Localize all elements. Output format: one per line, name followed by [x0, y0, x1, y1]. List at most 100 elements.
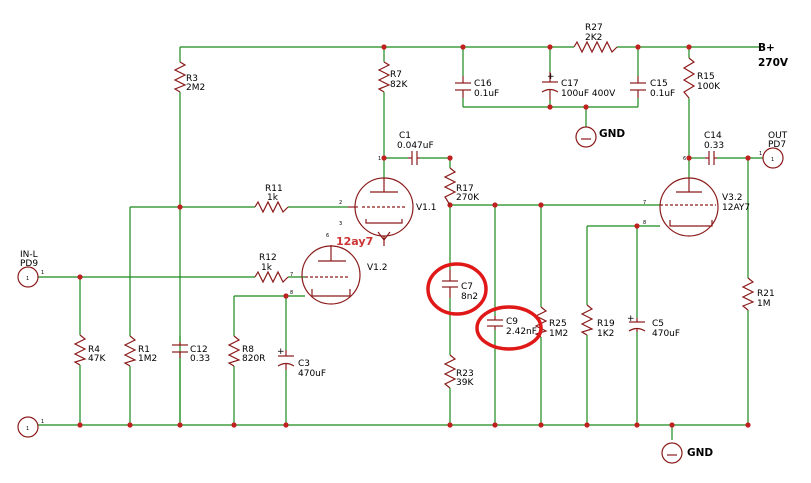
- c16-value: 0.1uF: [474, 89, 499, 99]
- resistor-r7[interactable]: R7 82K: [377, 61, 408, 93]
- v11-pin3: 3: [339, 221, 342, 227]
- port-out[interactable]: 1 OUT PD7 1: [759, 131, 788, 169]
- capacitor-c9[interactable]: C9 2.42nF: [487, 316, 537, 337]
- c3-polarity: +: [277, 347, 285, 357]
- tube-v1-1[interactable]: V1.1 1 2 3: [339, 156, 436, 246]
- r27-ref: R27: [585, 23, 603, 33]
- resistor-r4[interactable]: R4 47K: [73, 334, 106, 366]
- r23-value: 39K: [456, 378, 474, 388]
- c9-value: 2.42nF: [506, 327, 537, 337]
- r15-ref: R15: [697, 72, 715, 82]
- c3-ref: C3: [298, 359, 310, 369]
- c1-value: 0.047uF: [397, 141, 434, 151]
- v11-pin2: 2: [339, 200, 342, 206]
- resistor-r21[interactable]: R21 1M: [741, 277, 775, 311]
- r12-value: 1k: [261, 263, 273, 273]
- capacitor-c16[interactable]: C16 0.1uF: [455, 76, 499, 99]
- port-gnd-left[interactable]: 1 1: [17, 416, 44, 438]
- resistor-r8[interactable]: R8 820R: [227, 335, 265, 367]
- out-port-name2: PD7: [768, 140, 786, 150]
- r1-ref: R1: [138, 345, 150, 355]
- b-plus-voltage: 270V: [758, 57, 789, 69]
- b-plus-label: B+: [758, 42, 775, 54]
- c7-value: 8n2: [461, 292, 478, 302]
- gnd-left-pin: 1: [41, 419, 44, 425]
- c16-ref: C16: [474, 79, 492, 89]
- wires: [38, 46, 763, 440]
- capacitor-c7[interactable]: C7 8n2: [442, 270, 478, 302]
- r11-ref: R11: [265, 184, 283, 194]
- resistor-r17[interactable]: R17 270K: [443, 167, 480, 206]
- port-in-l[interactable]: 1 IN-L PD9 1: [17, 250, 44, 288]
- r17-ref: R17: [456, 184, 474, 194]
- resistor-r1[interactable]: R1 1M2: [123, 335, 157, 367]
- v11-pin1: 1: [378, 156, 381, 162]
- in-port-name: IN-L: [20, 250, 38, 260]
- r17-value: 270K: [456, 193, 480, 203]
- resistor-r15[interactable]: R15 100K: [682, 57, 721, 99]
- v32-pin7: 7: [643, 200, 646, 206]
- capacitor-c15[interactable]: C15 0.1uF: [630, 76, 675, 99]
- r25-value: 1M2: [549, 329, 568, 339]
- v12-ref: V1.2: [367, 263, 387, 273]
- v12-pin8: 8: [290, 290, 293, 296]
- c5-polarity: +: [627, 314, 635, 324]
- r21-value: 1M: [757, 299, 771, 309]
- c17-value: 100uF 400V: [561, 89, 616, 99]
- resistor-r11[interactable]: R11 1k: [254, 184, 289, 214]
- r7-ref: R7: [390, 70, 402, 80]
- resistor-r3[interactable]: R3 2M2: [173, 61, 205, 93]
- in-port-name2: PD9: [20, 259, 38, 269]
- r12-ref: R12: [259, 253, 277, 263]
- r15-value: 100K: [697, 82, 721, 92]
- supply-b-plus: B+ 270V: [758, 42, 789, 69]
- c17-polarity: +: [547, 72, 555, 82]
- r19-ref: R19: [597, 319, 615, 329]
- capacitor-c1[interactable]: C1 0.047uF: [397, 131, 434, 165]
- c15-value: 0.1uF: [650, 89, 675, 99]
- capacitor-c17[interactable]: + C17 100uF 400V: [541, 72, 616, 100]
- r25-ref: R25: [549, 319, 567, 329]
- r23-ref: R23: [456, 369, 474, 379]
- gnd-top-label: GND: [599, 128, 625, 140]
- gnd-bottom-label: GND: [687, 447, 713, 459]
- out-port-name: OUT: [768, 131, 788, 141]
- c17-ref: C17: [561, 79, 579, 89]
- c5-ref: C5: [652, 319, 664, 329]
- tube-note: 12ay7: [336, 235, 373, 248]
- r1-value: 1M2: [138, 354, 157, 364]
- v32-value: 12AY7: [722, 203, 750, 213]
- resistor-r27[interactable]: R27 2K2: [573, 23, 618, 54]
- capacitor-c12[interactable]: C12 0.33: [172, 342, 210, 364]
- c3-value: 470uF: [298, 369, 326, 379]
- r11-value: 1k: [267, 193, 279, 203]
- capacitor-c5[interactable]: + C5 470uF: [627, 314, 680, 339]
- ground-bottom: GND: [661, 442, 713, 464]
- c14-value: 0.33: [704, 141, 724, 151]
- resistor-r23[interactable]: R23 39K: [443, 354, 474, 389]
- c12-ref: C12: [190, 345, 208, 355]
- c1-ref: C1: [399, 131, 411, 141]
- tube-v1-2[interactable]: V1.2 6 7 8 12ay7: [290, 233, 387, 305]
- ground-top: GND: [575, 126, 625, 148]
- capacitor-c14[interactable]: C14 0.33: [704, 131, 724, 165]
- c9-ref: C9: [506, 317, 518, 327]
- junctions: [77, 44, 751, 428]
- gnd-left-inner-pin: 1: [26, 426, 29, 432]
- highlight-c9: [475, 305, 543, 351]
- in-port-inner-pin: 1: [26, 276, 29, 282]
- resistor-r12[interactable]: R12 1k: [254, 253, 289, 284]
- r4-value: 47K: [88, 354, 106, 364]
- c12-value: 0.33: [190, 354, 210, 364]
- resistor-r19[interactable]: R19 1K2: [580, 304, 615, 339]
- r3-value: 2M2: [186, 83, 205, 93]
- out-port-inner-pin: 1: [771, 157, 774, 163]
- capacitor-c3[interactable]: + C3 470uF: [277, 347, 326, 379]
- r8-value: 820R: [242, 354, 265, 364]
- v12-pin7: 7: [290, 272, 293, 278]
- r21-ref: R21: [757, 289, 775, 299]
- tube-v3-2[interactable]: V3.2 12AY7 6 7 8: [643, 156, 750, 237]
- v32-pin6: 6: [683, 156, 686, 162]
- out-port-pin: 1: [759, 151, 762, 157]
